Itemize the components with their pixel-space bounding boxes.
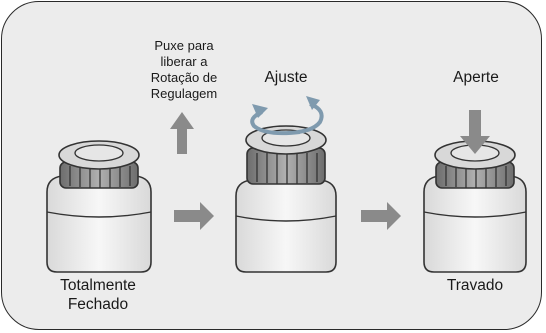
pull-instruction-line: Rotação de [150,70,218,85]
fully-closed-label: Totalmente Fechado [42,276,154,314]
up-arrow-icon [170,112,194,154]
pull-instruction-line: liberar a [160,54,208,69]
pull-instruction-label: Puxe para liberar a Rotação de Regulagem [128,38,240,102]
locked-label: Travado [446,277,504,294]
right-arrow-icon [174,202,214,230]
pull-instruction-line: Regulagem [150,86,218,101]
rotate-arrow-icon [250,96,324,136]
bottle-closed [46,140,152,273]
bottle-locked [423,140,527,273]
fully-closed-line: Fechado [67,296,129,313]
pull-instruction-line: Puxe para [154,38,214,53]
fully-closed-line: Totalmente [60,277,136,294]
press-label: Aperte [453,69,499,86]
adjust-label: Ajuste [264,69,308,86]
down-arrow-icon [460,110,490,154]
right-arrow-icon [361,202,401,230]
bottle-adjust [235,125,337,273]
